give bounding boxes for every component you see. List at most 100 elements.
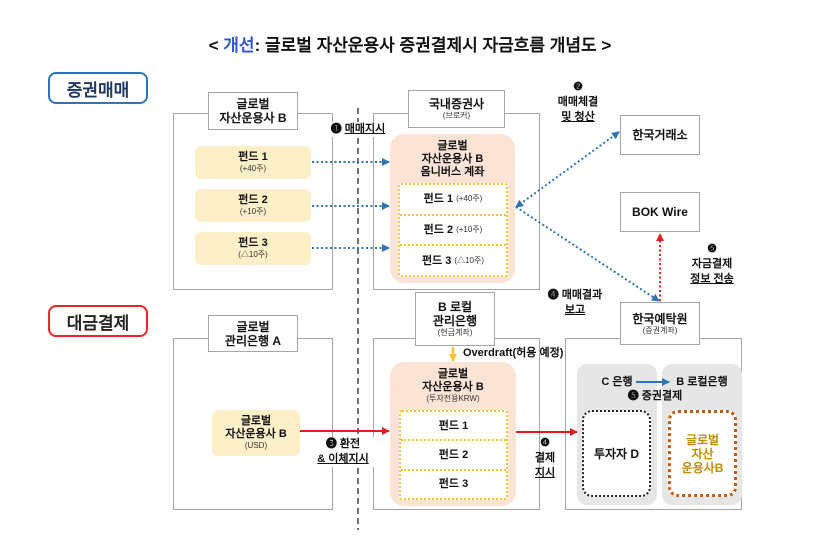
step-text: 결제 bbox=[534, 452, 556, 464]
step-text: 보고 bbox=[564, 304, 586, 316]
omnibus-fund-row: 펀드 2 (+10주) bbox=[400, 216, 506, 247]
fund-qty: (+10주) bbox=[456, 225, 483, 234]
overdraft-label: Overdraft(허용 예정) bbox=[463, 347, 564, 359]
step-text: 및 청산 bbox=[561, 111, 595, 123]
fund-name: 펀드 2 bbox=[438, 448, 469, 461]
korea-depository-box: 한국예탁원 (증권계좌) bbox=[620, 302, 700, 345]
broker-title: 국내증권사 bbox=[428, 97, 485, 111]
krw-fund-row: 펀드 1 bbox=[401, 412, 506, 442]
omnibus-fund-list: 펀드 1 (+40주) 펀드 2 (+10주) 펀드 3 (△10주) bbox=[398, 183, 508, 277]
krw-fund-row: 펀드 2 bbox=[401, 441, 506, 471]
fund-name: 펀드 1 bbox=[238, 151, 268, 163]
fund-name: 펀드 1 bbox=[423, 193, 454, 206]
institution-subtitle: (증권계좌) bbox=[642, 325, 678, 335]
fund-name: 펀드 3 bbox=[421, 254, 452, 267]
fund-box-3: 펀드 3 (△10주) bbox=[195, 232, 311, 265]
step-text: & 이체지시 bbox=[317, 453, 369, 465]
step-text: 매매지시 bbox=[344, 123, 386, 135]
investor-line: 운용사B bbox=[681, 460, 724, 475]
account-line: 자산운용사 B bbox=[225, 428, 287, 440]
step-text: 매매체결 bbox=[557, 96, 599, 108]
section-badge-payment-settlement: 대금결제 bbox=[48, 305, 148, 337]
investor-line: 글로벌 bbox=[685, 432, 720, 447]
title-open-bracket: < bbox=[208, 36, 219, 55]
step-3-fx-transfer: ❸ 환전 & 이체지시 bbox=[308, 437, 378, 467]
krw-fund-row: 펀드 3 bbox=[401, 471, 506, 498]
account-line: 글로벌 bbox=[437, 368, 469, 380]
header-line: 자산운용사 B bbox=[219, 111, 287, 125]
step-5-payment-info-transfer: ❺ 자금결제 정보 전송 bbox=[680, 242, 744, 287]
step-4-settlement-instruction: ❹ 결제 지시 bbox=[527, 436, 563, 481]
step-number: ❶ bbox=[330, 123, 342, 135]
asset-manager-b-account: 글로벌 자산 운용사B bbox=[668, 410, 737, 497]
fund-name: 펀드 1 bbox=[438, 419, 469, 432]
arrow-omnibus-depository bbox=[515, 206, 660, 302]
step-number: ❺ bbox=[627, 390, 639, 402]
header-line: 관리은행 bbox=[432, 314, 478, 328]
fund-qty: (+40주) bbox=[456, 194, 483, 204]
step-number: ❸ bbox=[325, 438, 337, 450]
bank-name: B 로컬은행 bbox=[676, 376, 728, 388]
account-line: 글로벌 bbox=[240, 415, 272, 427]
investor-name: 투자자 D bbox=[593, 446, 640, 461]
omnibus-line: 자산운용사 B bbox=[421, 153, 484, 165]
fund-name: 펀드 2 bbox=[238, 194, 268, 206]
step-2-execution-clearing: ❷ 매매체결 및 청산 bbox=[543, 80, 613, 125]
step-text: 지시 bbox=[534, 467, 556, 479]
step-text: 매매결과 bbox=[561, 289, 603, 301]
step-number: ❹ bbox=[547, 289, 559, 301]
institution-name: 한국거래소 bbox=[632, 128, 688, 142]
fund-box-2: 펀드 2 (+10주) bbox=[195, 189, 311, 222]
step-text: 정보 전송 bbox=[690, 273, 734, 285]
omnibus-fund-row: 펀드 1 (+40주) bbox=[400, 185, 506, 216]
investor-d-account: 투자자 D bbox=[582, 410, 651, 497]
step-text: 증권결제 bbox=[641, 390, 683, 402]
step-number: ❹ bbox=[540, 437, 550, 449]
title-highlight: 개선 bbox=[223, 36, 255, 55]
header-line: B 로컬 bbox=[437, 300, 473, 314]
title-colon: : bbox=[254, 36, 261, 55]
account-currency: (USD) bbox=[244, 441, 268, 450]
step-1-trade-order: ❶ 매매지시 bbox=[322, 122, 394, 137]
header-line: 글로벌 bbox=[236, 97, 270, 111]
title-close-bracket: > bbox=[601, 36, 612, 55]
institution-name: BOK Wire bbox=[632, 205, 688, 219]
fund-box-1: 펀드 1 (+40주) bbox=[195, 146, 311, 179]
header-line: 관리은행 A bbox=[224, 333, 282, 348]
header-line: 글로벌 bbox=[236, 319, 270, 334]
local-custodian-header: B 로컬 관리은행 (현금계좌) bbox=[415, 292, 495, 346]
section-badge-securities-trading: 증권매매 bbox=[48, 72, 148, 104]
fund-qty: (+10주) bbox=[239, 207, 267, 216]
step-number: ❺ bbox=[707, 243, 717, 255]
asset-manager-header: 글로벌 자산운용사 B bbox=[208, 92, 298, 130]
fund-qty: (△10주) bbox=[454, 255, 484, 265]
account-line: 자산운용사 B bbox=[422, 381, 484, 393]
bok-wire-box: BOK Wire bbox=[620, 192, 700, 232]
institution-name: 한국예탁원 bbox=[632, 311, 688, 326]
section-label: 대금결제 bbox=[66, 313, 130, 333]
step-text: 자금결제 bbox=[691, 258, 733, 270]
step-5-securities-settlement: ❺ 증권결제 bbox=[610, 389, 700, 404]
fund-name: 펀드 3 bbox=[238, 237, 268, 249]
global-custodian-header: 글로벌 관리은행 A bbox=[208, 315, 298, 352]
omnibus-line: 글로벌 bbox=[437, 140, 468, 152]
header-subtitle: (현금계좌) bbox=[437, 328, 473, 337]
fund-name: 펀드 3 bbox=[438, 478, 469, 491]
korea-exchange-box: 한국거래소 bbox=[620, 115, 700, 155]
section-label: 증권매매 bbox=[66, 80, 130, 100]
step-text: 환전 bbox=[339, 438, 361, 450]
fund-qty: (△10주) bbox=[238, 250, 268, 259]
usd-account-box: 글로벌 자산운용사 B (USD) bbox=[212, 410, 300, 456]
title-text: 글로벌 자산운용사 증권결제시 자금흐름 개념도 bbox=[264, 36, 597, 55]
broker-subtitle: (브로커) bbox=[442, 111, 471, 120]
arrow-omnibus-exchange bbox=[515, 131, 620, 208]
broker-header: 국내증권사 (브로커) bbox=[408, 90, 505, 128]
investor-line: 자산 bbox=[691, 446, 714, 461]
step-number: ❷ bbox=[573, 81, 583, 93]
krw-fund-list: 펀드 1 펀드 2 펀드 3 bbox=[399, 410, 508, 500]
fund-qty: (+40주) bbox=[239, 164, 267, 173]
bank-name: C 은행 bbox=[601, 376, 633, 388]
step-4-trade-report: ❹ 매매결과 보고 bbox=[538, 288, 612, 318]
omnibus-line: 옴니버스 계좌 bbox=[420, 166, 485, 178]
omnibus-fund-row: 펀드 3 (△10주) bbox=[400, 246, 506, 275]
